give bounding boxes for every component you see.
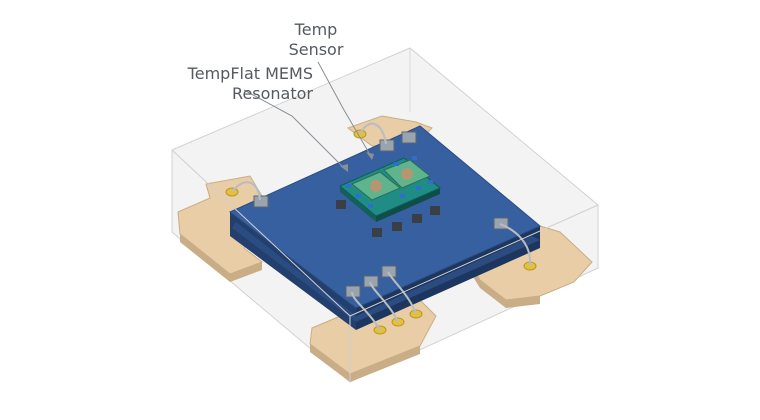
die-bump: [372, 228, 382, 237]
sensor-core: [401, 168, 413, 180]
lead-right-side: [470, 264, 540, 308]
die-pad: [400, 194, 405, 198]
mold-front-edges: [171, 149, 599, 382]
die-pad: [346, 184, 351, 188]
bond-wire: [359, 122, 387, 145]
die-side: [340, 186, 376, 222]
resonator-label-line1: TempFlat MEMS: [187, 64, 313, 83]
die-bump: [392, 222, 402, 231]
die-side: [376, 188, 440, 222]
pad: [379, 139, 395, 152]
die-bump: [412, 214, 422, 223]
arrowhead: [340, 164, 348, 172]
sensor-core: [370, 180, 382, 192]
die-bump: [430, 206, 440, 215]
resonator-label-line2: Resonator: [232, 84, 313, 103]
die-pad: [412, 156, 417, 160]
resonator-leader: [243, 89, 347, 171]
mems-die: [336, 156, 441, 237]
resonator-label: TempFlat MEMS Resonator: [133, 64, 313, 104]
temp-sensor-label-line2: Sensor: [288, 40, 344, 59]
temp-sensor-label: Temp Sensor: [284, 20, 348, 60]
die-pads: [346, 156, 433, 208]
die-pad: [394, 162, 399, 166]
bond-wire: [231, 181, 261, 201]
die-pad: [368, 204, 373, 208]
pad: [401, 131, 417, 144]
lead-left-side: [180, 234, 262, 282]
arrowhead: [366, 152, 374, 160]
die-pad: [416, 186, 421, 190]
bond-wire: [351, 291, 381, 331]
leader-arrows: [340, 152, 374, 172]
die-bump: [336, 200, 346, 209]
pad: [253, 195, 269, 208]
temp-sensor-label-line1: Temp: [294, 20, 338, 39]
substrate-layer: [232, 222, 540, 322]
die-pad: [356, 194, 361, 198]
die-pad: [428, 180, 433, 184]
pad: [381, 265, 397, 278]
pad: [363, 275, 379, 288]
bond-wire: [369, 281, 399, 323]
bond-wire: [387, 271, 417, 315]
lead-bottom-side: [310, 344, 420, 382]
bond-wires: [231, 122, 532, 331]
temp-sensor-leader: [317, 61, 373, 159]
callout-leaders: [243, 61, 373, 171]
